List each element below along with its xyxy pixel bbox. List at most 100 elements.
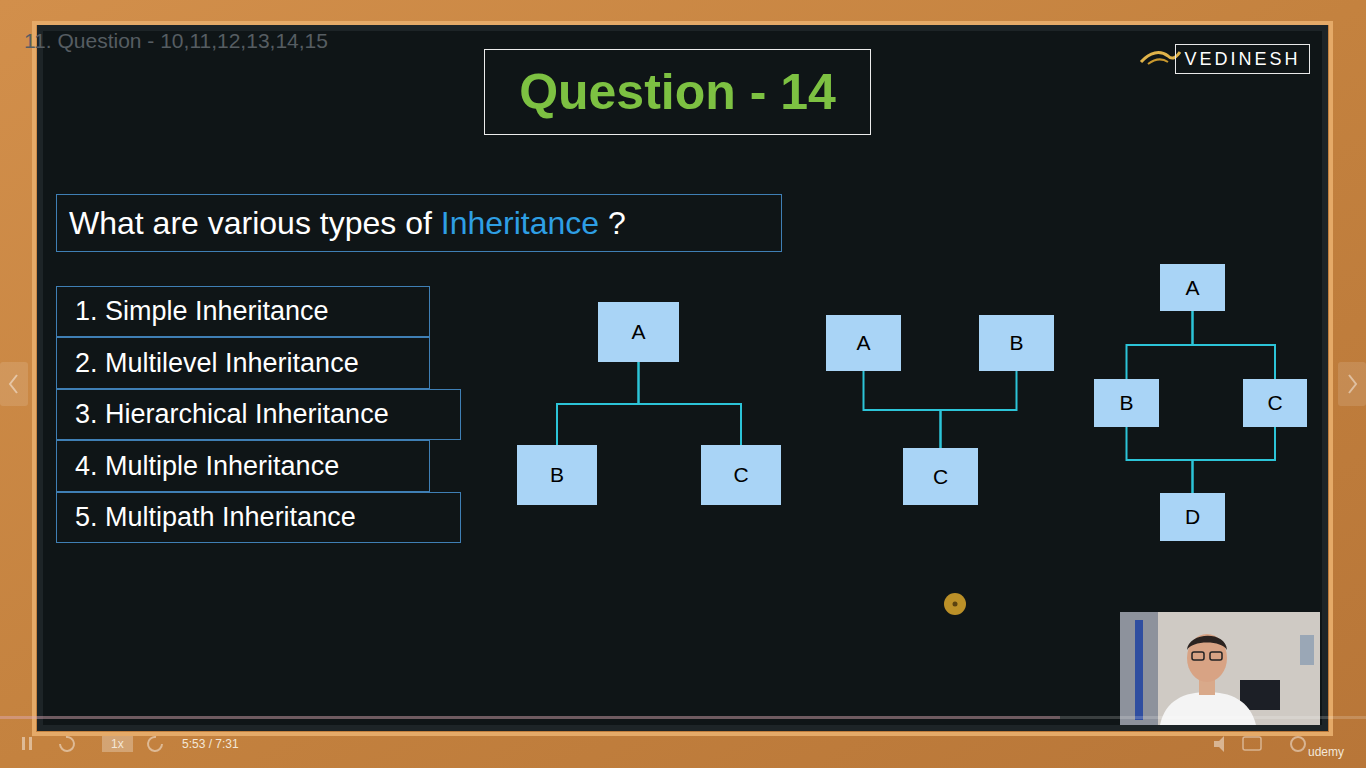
- webcam-flag: [1135, 620, 1143, 720]
- class-name: C: [1267, 391, 1282, 415]
- video-title: 11. Question - 10,11,12,13,14,15: [24, 29, 328, 53]
- node-content: C: [733, 463, 748, 487]
- class-box: A: [826, 315, 901, 371]
- class-box: C: [1243, 379, 1307, 427]
- list-item-text: 4. Multiple Inheritance: [75, 451, 339, 482]
- webcam-poster: [1300, 635, 1314, 665]
- inheritance-connector: [1122, 418, 1193, 493]
- logo-text: VEDINESH: [1184, 49, 1300, 70]
- class-name: A: [856, 331, 870, 355]
- node-content: 2. Multilevel Inheritance: [75, 348, 359, 379]
- inheritance-connector: [1127, 302, 1198, 379]
- captions-icon: [1243, 737, 1261, 750]
- webcam-monitor: [1240, 680, 1280, 710]
- class-box: C: [903, 448, 978, 505]
- prev-button: [0, 362, 28, 406]
- connector-line: [941, 371, 1017, 448]
- inheritance-connector: [634, 353, 741, 445]
- slide-title: Question - 14: [519, 63, 836, 121]
- inheritance-connector: [1188, 302, 1275, 379]
- title-box: Question - 14: [484, 49, 871, 135]
- class-name: D: [1185, 505, 1200, 529]
- node-content: B: [1119, 391, 1133, 415]
- node-content: 4. Multiple Inheritance: [75, 451, 339, 482]
- node-content: A: [1185, 276, 1199, 300]
- list-item-text: 1. Simple Inheritance: [75, 296, 329, 327]
- next-button: [1338, 362, 1366, 406]
- forward-icon: [148, 737, 162, 751]
- list-item-text: 2. Multilevel Inheritance: [75, 348, 359, 379]
- connector-line: [1193, 311, 1276, 379]
- pause-icon: [29, 737, 32, 750]
- prev-chevron: [10, 375, 17, 393]
- connector-line: [639, 362, 742, 445]
- list-item-text: 5. Multipath Inheritance: [75, 502, 356, 533]
- cursor-dot: [953, 602, 958, 607]
- class-name: C: [933, 465, 948, 489]
- class-box: A: [598, 302, 679, 362]
- node-content: What are various types ofInheritance?: [69, 205, 626, 242]
- node-content: B: [1009, 331, 1023, 355]
- list-item-text: 3. Hierarchical Inheritance: [75, 399, 389, 430]
- brand-watermark: udemy: [1308, 745, 1344, 759]
- class-name: A: [631, 320, 645, 344]
- node-content: 3. Hierarchical Inheritance: [75, 399, 389, 430]
- connector-line: [864, 371, 941, 448]
- logo-swoosh: [1148, 59, 1168, 64]
- inheritance-connector: [1193, 418, 1280, 493]
- webcam-frame: [1120, 612, 1320, 725]
- webcam-person-body: [1160, 692, 1256, 725]
- class-name: A: [1185, 276, 1199, 300]
- class-box: D: [1160, 493, 1225, 541]
- inheritance-connector: [941, 362, 1022, 448]
- class-box: B: [517, 445, 597, 505]
- volume-icon: [1214, 736, 1224, 752]
- webcam-wall: [1120, 612, 1158, 725]
- node-content: 1. Simple Inheritance: [75, 296, 329, 327]
- list-item-box: 3. Hierarchical Inheritance: [56, 389, 461, 440]
- node-content: A: [856, 331, 870, 355]
- question-text: ?: [608, 205, 626, 242]
- class-name: B: [550, 463, 564, 487]
- class-box: A: [1160, 264, 1225, 311]
- question-box: What are various types ofInheritance?: [56, 194, 782, 252]
- board-edge: [40, 28, 1325, 728]
- node-content: VEDINESH: [1184, 49, 1300, 70]
- chalkboard: [40, 28, 1325, 728]
- pause-icon: [22, 737, 25, 750]
- next-chevron: [1349, 375, 1356, 393]
- inheritance-connector: [557, 353, 643, 445]
- settings-icon: [1291, 737, 1305, 751]
- webcam-person-head: [1187, 634, 1227, 682]
- frame-bevel: [34, 23, 1331, 734]
- class-name: B: [1009, 331, 1023, 355]
- class-name: B: [1119, 391, 1133, 415]
- speed-button: 1x: [102, 736, 133, 752]
- question-text: What are various types of: [69, 205, 432, 242]
- rewind-icon: [60, 737, 74, 751]
- progress-track: [0, 716, 1366, 719]
- node-content: B: [550, 463, 564, 487]
- inheritance-connector: [859, 362, 941, 448]
- node-content: C: [1267, 391, 1282, 415]
- node-content: A: [631, 320, 645, 344]
- list-item-box: 4. Multiple Inheritance: [56, 440, 430, 492]
- class-box: B: [1094, 379, 1159, 427]
- list-item-box: 5. Multipath Inheritance: [56, 492, 461, 543]
- node-content: C: [933, 465, 948, 489]
- connector-line: [1127, 427, 1193, 493]
- cursor-dot: [944, 593, 966, 615]
- connector-line: [557, 362, 639, 445]
- progress-played: [0, 716, 1060, 719]
- connector-line: [1127, 311, 1193, 379]
- connector-line: [1193, 427, 1276, 493]
- webcam-glasses: [1210, 652, 1222, 660]
- class-box: B: [979, 315, 1054, 371]
- list-item-box: 2. Multilevel Inheritance: [56, 337, 430, 389]
- list-item-box: 1. Simple Inheritance: [56, 286, 430, 337]
- class-box: C: [701, 445, 781, 505]
- node-content: 5. Multipath Inheritance: [75, 502, 356, 533]
- time-display: 5:53 / 7:31: [182, 737, 239, 751]
